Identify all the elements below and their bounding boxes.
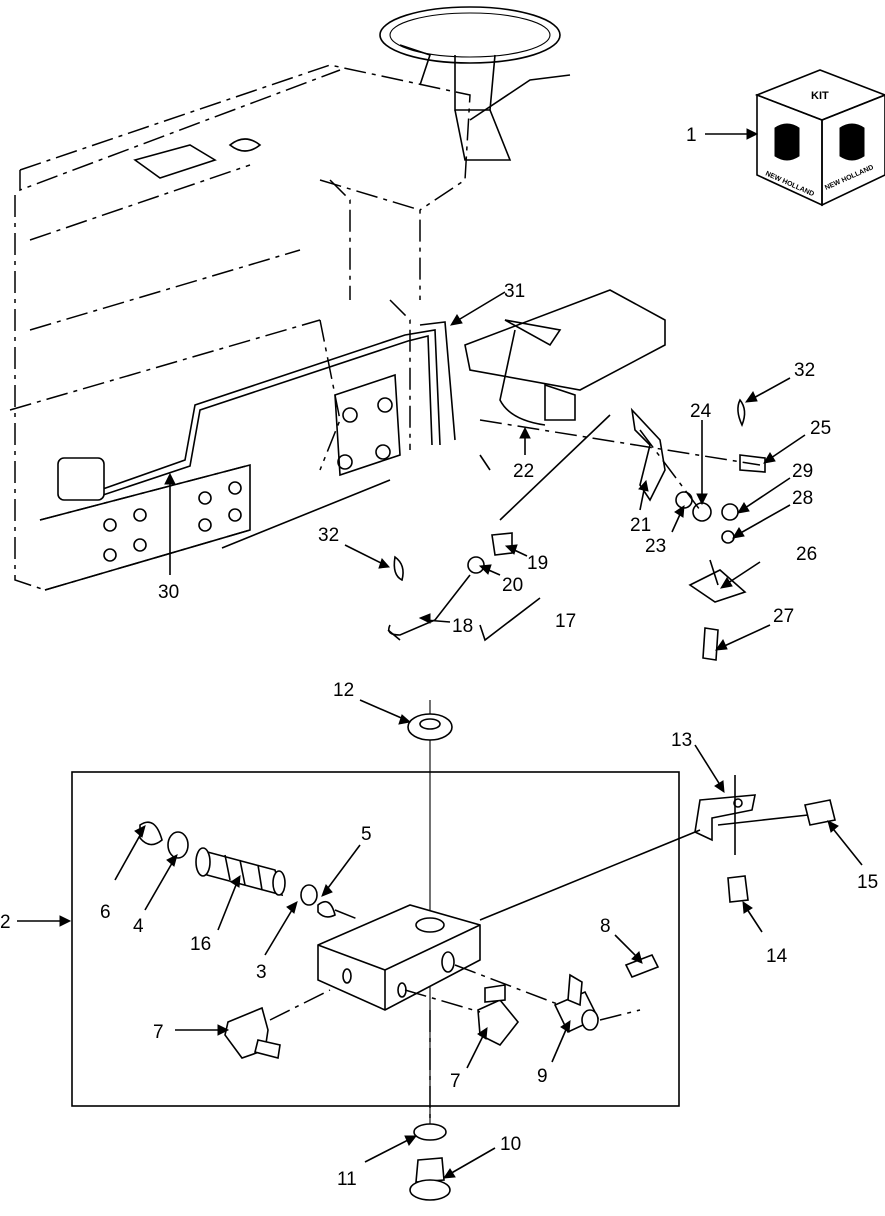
callout-25: 25 bbox=[810, 418, 831, 439]
callout-4: 4 bbox=[133, 916, 144, 937]
callout-7-left: 7 bbox=[153, 1022, 164, 1043]
linkage-parts bbox=[479, 398, 766, 661]
brand-right: NEW HOLLAND bbox=[824, 164, 875, 192]
hydraulic-tube bbox=[57, 321, 456, 501]
callout-18: 18 bbox=[452, 616, 473, 637]
callout-12: 12 bbox=[333, 680, 354, 701]
callout-7-right: 7 bbox=[450, 1071, 461, 1092]
callout-32-right: 32 bbox=[794, 360, 815, 381]
callout-6: 6 bbox=[100, 902, 111, 923]
callout-29: 29 bbox=[792, 461, 813, 482]
valve-kit-frame bbox=[71, 771, 680, 1107]
fittings bbox=[224, 953, 660, 1059]
callout-1: 1 bbox=[686, 125, 697, 146]
valve-block bbox=[317, 904, 481, 1011]
callout-30: 30 bbox=[158, 582, 179, 603]
callout-32-left: 32 bbox=[318, 525, 339, 546]
new-holland-logo-left bbox=[774, 123, 800, 161]
callout-15: 15 bbox=[857, 872, 878, 893]
callout-31: 31 bbox=[504, 281, 525, 302]
callout-8: 8 bbox=[600, 916, 611, 937]
callout-2: 2 bbox=[0, 912, 11, 933]
pedal-plate bbox=[464, 289, 666, 426]
rod-assembly bbox=[221, 414, 611, 641]
callout-24: 24 bbox=[690, 401, 712, 422]
callout-9: 9 bbox=[537, 1066, 548, 1087]
kit-label: KIT bbox=[811, 90, 829, 102]
callout-27: 27 bbox=[773, 606, 794, 627]
callout-28: 28 bbox=[792, 488, 813, 509]
brand-left: NEW HOLLAND bbox=[764, 170, 815, 198]
callout-16: 16 bbox=[190, 934, 211, 955]
kit-box-icon: KIT NEW HOLLAND NEW HOLLAND bbox=[754, 69, 885, 207]
callout-13: 13 bbox=[671, 730, 692, 751]
steering-wheel bbox=[379, 6, 571, 161]
callout-14: 14 bbox=[766, 946, 788, 967]
callout-26: 26 bbox=[796, 544, 817, 565]
callout-labels: 1 2 3 4 5 6 7 7 8 9 10 11 12 13 14 15 16… bbox=[0, 125, 878, 1190]
callout-3: 3 bbox=[256, 962, 267, 983]
callout-23: 23 bbox=[645, 536, 666, 557]
tractor-body bbox=[9, 6, 571, 591]
callout-17: 17 bbox=[555, 611, 576, 632]
drain-plug bbox=[409, 1010, 451, 1201]
callout-20: 20 bbox=[502, 575, 523, 596]
spool-assembly bbox=[139, 821, 361, 921]
leader-arrows bbox=[17, 128, 863, 1179]
callout-22: 22 bbox=[513, 461, 534, 482]
bolt-heads bbox=[103, 481, 242, 562]
callout-19: 19 bbox=[527, 553, 548, 574]
callout-10: 10 bbox=[500, 1134, 521, 1155]
callout-5: 5 bbox=[361, 824, 372, 845]
washer-12 bbox=[407, 713, 453, 741]
callout-11: 11 bbox=[337, 1169, 357, 1190]
callout-21: 21 bbox=[630, 515, 651, 536]
new-holland-logo-right bbox=[839, 123, 865, 161]
bracket-parts bbox=[479, 775, 836, 921]
